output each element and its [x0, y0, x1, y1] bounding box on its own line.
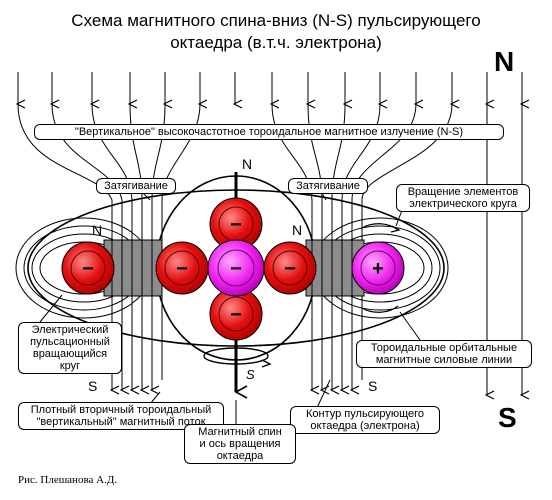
- charge-outer-left: −: [82, 258, 94, 280]
- left-converging-lines: [17, 103, 201, 390]
- vertical-radiation-label: "Вертикальное" высокочастотное тороидаль…: [34, 124, 504, 140]
- spin-s-label: S: [246, 367, 255, 382]
- toroidal-orbital-label: Тороидальные орбитальные магнитные силов…: [356, 340, 532, 368]
- electric-circle-label: Электрический пульсационный вращающийся …: [18, 322, 122, 374]
- tightening-right-label: Затягивание: [288, 178, 368, 194]
- sphere-top: [209, 197, 263, 251]
- octahedron-contour-label: Контур пульсирующего октаедра (электрона…: [290, 406, 440, 434]
- charge-top: −: [230, 214, 242, 236]
- title-line-1: Схема магнитного спина-вниз (N-S) пульси…: [71, 11, 481, 30]
- sphere-inner-right: [263, 241, 317, 295]
- sphere-outer-left: [61, 241, 115, 295]
- diagram-title: Схема магнитного спина-вниз (N-S) пульси…: [0, 10, 552, 54]
- dense-flux-label: Плотный вторичный тороидальный "вертикал…: [18, 402, 224, 430]
- spin-rotation-ring: [203, 347, 269, 365]
- big-s-pole: S: [498, 402, 517, 433]
- sphere-outer-right: [351, 241, 405, 295]
- left-n-label: N: [92, 222, 103, 238]
- charge-outer-right: +: [372, 258, 384, 280]
- axis-n-label: N: [242, 156, 253, 172]
- tightening-left-label: Затягивание: [96, 178, 176, 194]
- title-line-2: октаедра (в.т.ч. электрона): [170, 33, 382, 52]
- charge-center: −: [230, 258, 242, 280]
- magnetic-spin-label: Магнитный спин и ось вращения октаедра: [184, 424, 296, 464]
- sphere-center: [207, 239, 265, 297]
- figure-caption: Рис. Плешанова А.Д.: [18, 474, 118, 486]
- right-n-label: N: [292, 222, 303, 238]
- charge-inner-right: −: [284, 258, 296, 280]
- spin-rotation-arrow: [261, 359, 272, 368]
- rotation-arrows: [361, 223, 401, 313]
- charge-bottom: −: [230, 304, 242, 326]
- top-arrows: [18, 72, 522, 104]
- left-s-label: S: [88, 378, 98, 394]
- rotation-elements-label: Вращение элементов электрического круга: [396, 184, 530, 212]
- right-s-label: S: [368, 378, 378, 394]
- charge-inner-left: −: [176, 258, 188, 280]
- big-n-pole: N: [494, 46, 515, 77]
